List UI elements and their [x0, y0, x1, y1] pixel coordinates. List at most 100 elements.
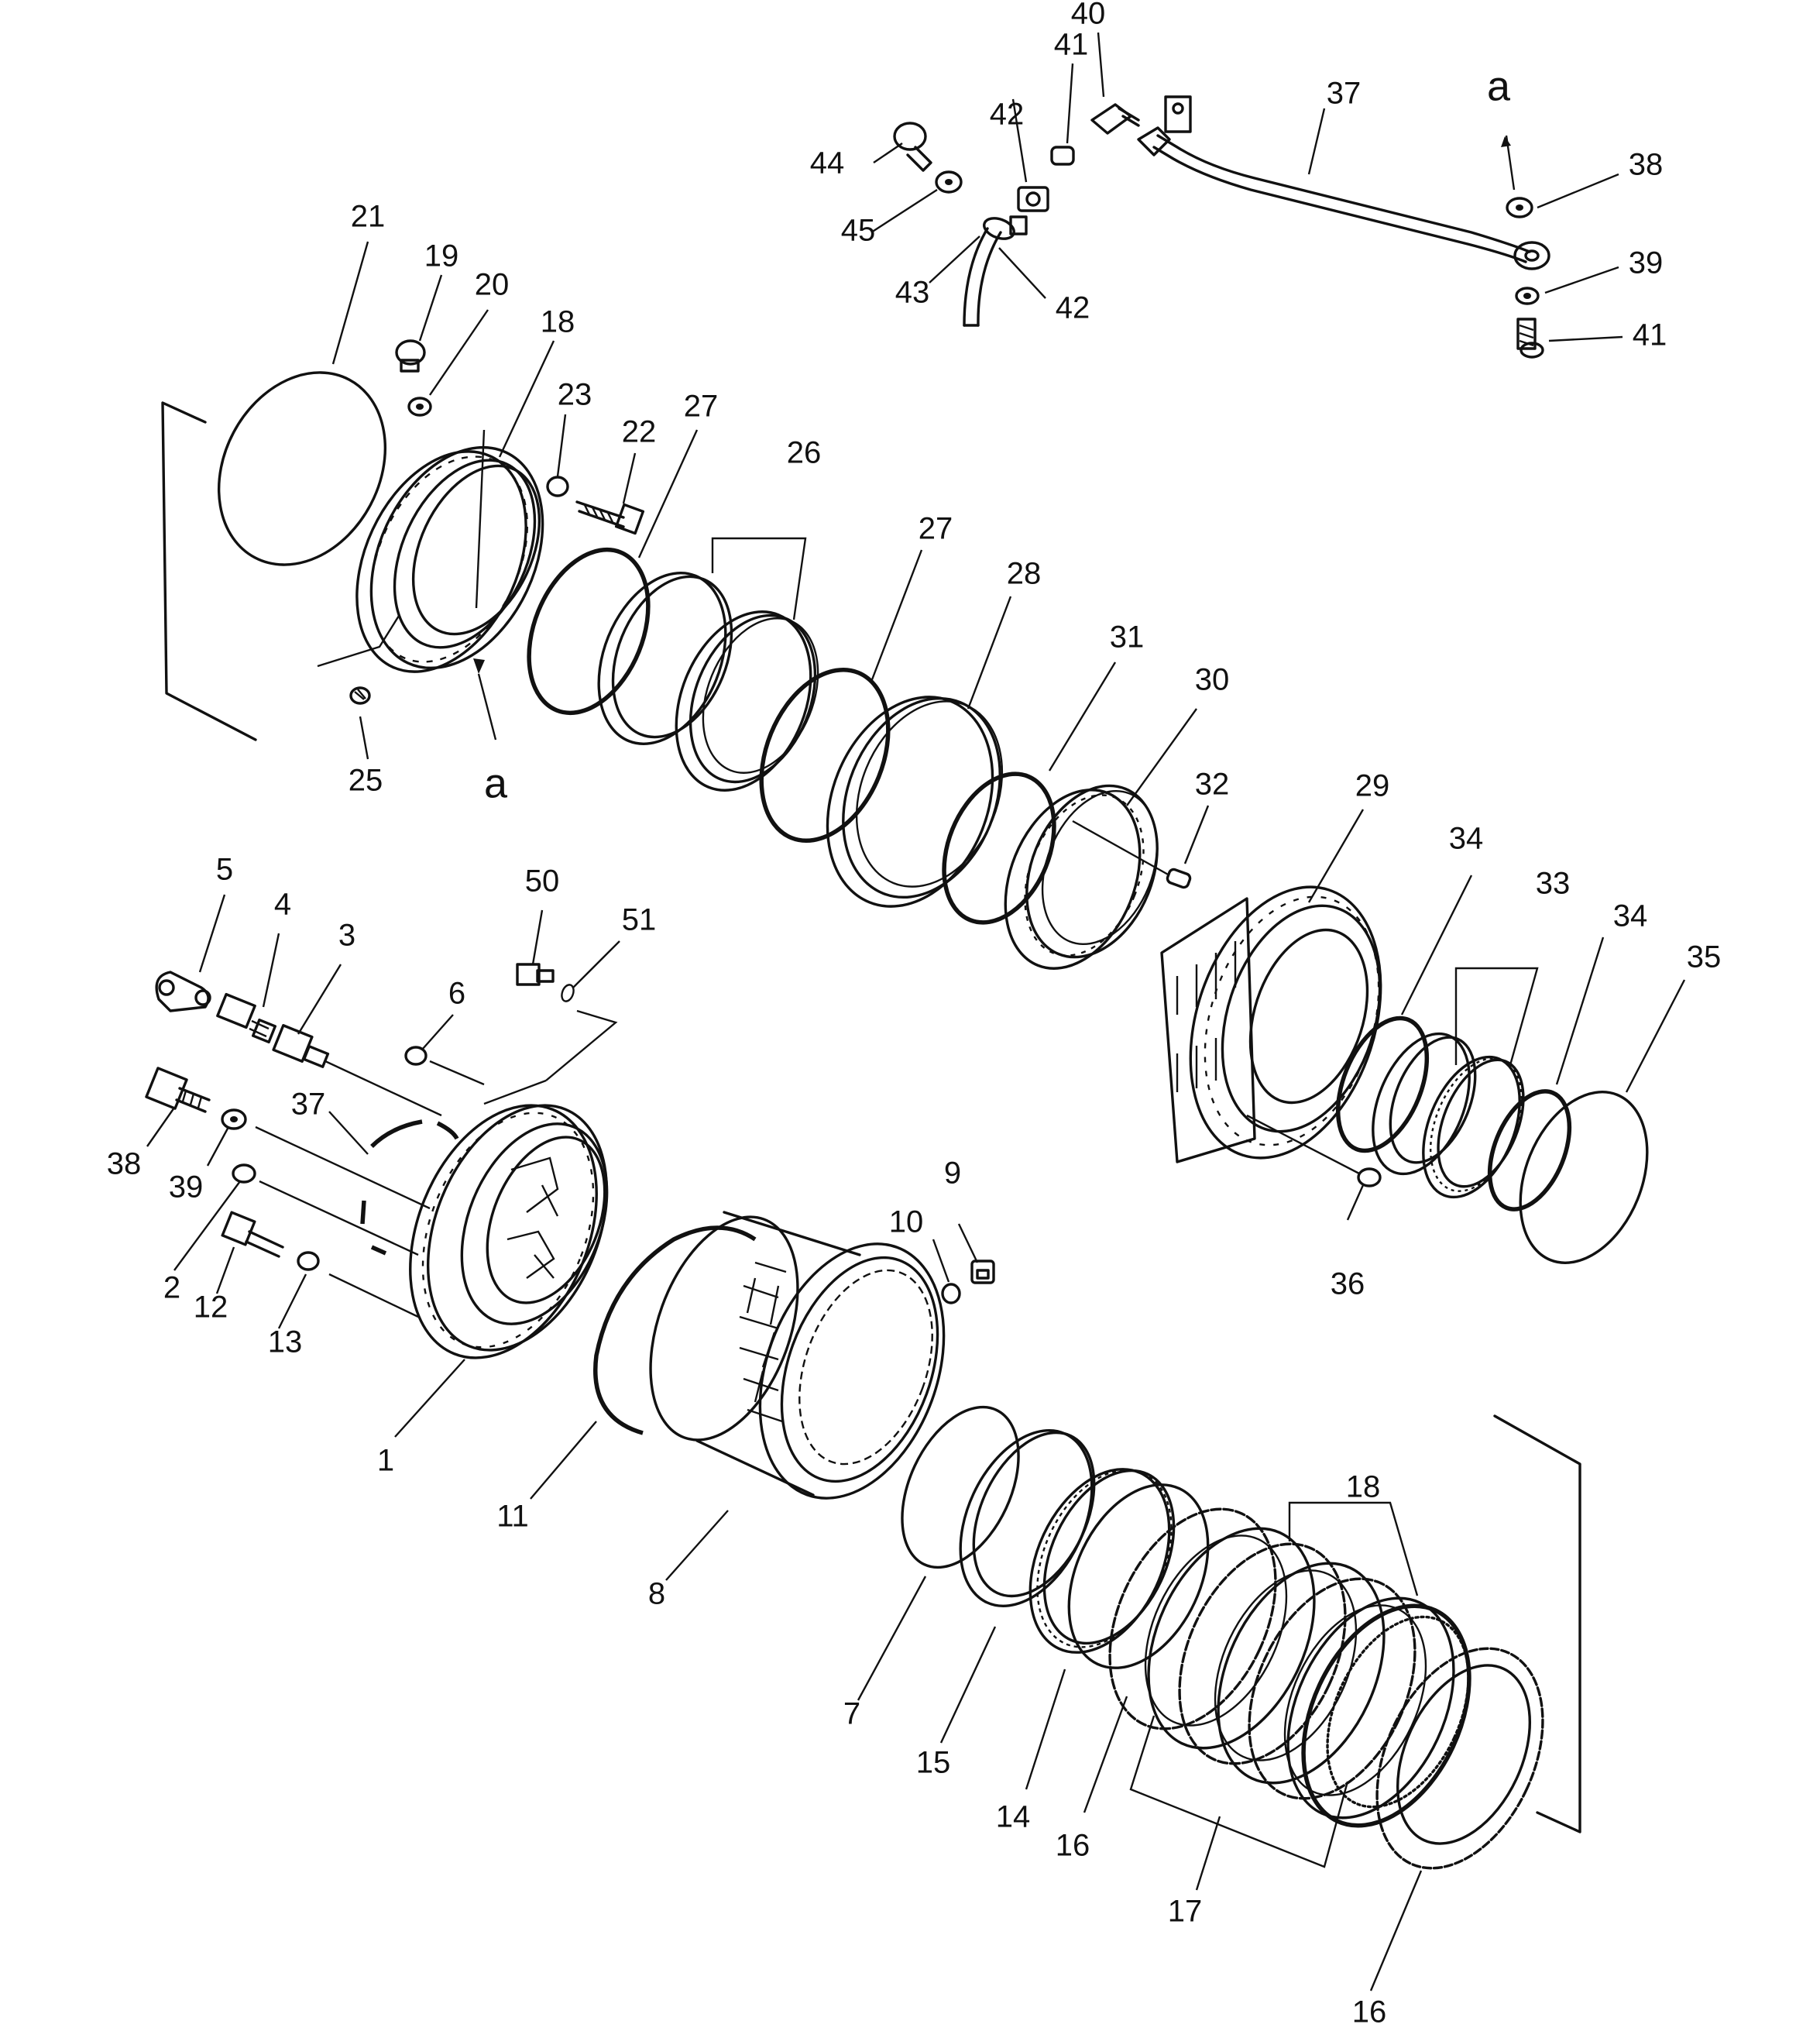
part-51-o-ring: [561, 984, 575, 1002]
part-8-drum: [649, 1211, 946, 1500]
callout-27b: 27: [919, 512, 953, 546]
callout-41-text: 41: [1633, 318, 1667, 352]
callout-26: 26: [787, 436, 822, 470]
callout-27a: 27: [684, 390, 719, 424]
callout-10: 10: [889, 1205, 924, 1239]
part-33-bearing-a: [1372, 1032, 1477, 1176]
callout-29: 29: [1355, 769, 1390, 803]
part-15-ring: [959, 1429, 1096, 1607]
part-9-plug: [970, 1259, 995, 1284]
callout-12: 12: [194, 1290, 228, 1325]
callout-35: 35: [1687, 940, 1722, 974]
part-49-washer: [935, 170, 963, 194]
part-42-washer-b: [1515, 287, 1540, 305]
part-3-adapter: [272, 1024, 330, 1068]
part-28-ring: [826, 696, 1004, 908]
part-29-housing: [1160, 885, 1382, 1175]
callout-16b: 16: [1352, 1995, 1387, 2029]
part-5-clip: [155, 971, 211, 1012]
callout-32: 32: [1195, 768, 1230, 802]
part-30-piston: [1004, 784, 1159, 970]
part-26-seal-ring-a: [597, 572, 733, 745]
part-47-joint: [983, 215, 1028, 240]
part-45-nut: [1017, 186, 1049, 212]
callout-11: 11: [496, 1500, 529, 1534]
part-41-bolt: [1516, 318, 1544, 359]
part-7-snap-ring: [901, 1405, 1020, 1569]
part-10-o-ring: [941, 1283, 961, 1304]
part-38-bolt: [145, 1067, 211, 1113]
part-26-seal-ring-b: [675, 610, 819, 792]
callout-24: 23: [558, 378, 592, 412]
callout-9: 9: [944, 1156, 961, 1191]
callout-34b: 34: [1613, 899, 1648, 933]
callout-39: 39: [169, 1170, 204, 1205]
callout-46: 42: [1056, 291, 1090, 325]
part-34-snap-ring-b: [1487, 1089, 1572, 1211]
part-21-washer: [407, 397, 432, 417]
part-4-fitting: [216, 992, 277, 1044]
callout-33: 33: [1536, 867, 1571, 901]
callout-34a: 34: [1449, 822, 1484, 856]
part-43-elbow: [1090, 103, 1140, 135]
callout-6: 6: [448, 977, 465, 1011]
upper-assembly: [161, 339, 1649, 1264]
part-16-plate-a: [1067, 1483, 1210, 1669]
part-32-pin: [1072, 820, 1192, 889]
callout-31: 31: [1110, 620, 1145, 655]
callout-47: 43: [895, 276, 930, 310]
callout-16a: 16: [1056, 1829, 1090, 1863]
callout-5: 5: [216, 853, 233, 887]
part-19-cover: [355, 445, 544, 673]
bracket-upper-left: [161, 401, 257, 741]
callout-22: 21: [351, 200, 386, 234]
part-1-housing: [409, 1104, 609, 1359]
callout-42a: 38: [1629, 148, 1664, 182]
part-35-o-ring: [1519, 1091, 1649, 1264]
part-39-washer: [221, 1108, 247, 1130]
callout-2: 2: [163, 1271, 180, 1305]
callout-17: 17: [1168, 1895, 1203, 1929]
callout-8: 8: [648, 1577, 665, 1611]
part-23-bolt: [575, 500, 645, 535]
part-48-bolt: [893, 122, 932, 172]
pipe-eye: [1513, 241, 1550, 270]
callout-37: 37: [291, 1088, 326, 1122]
callout-40: 37: [1327, 77, 1362, 111]
callout-30: 30: [1195, 663, 1230, 697]
lower-assembly: [145, 963, 1581, 1870]
part-27-snap-ring-b: [759, 667, 891, 844]
callout-7: 7: [843, 1697, 860, 1731]
callout-18: 18: [1346, 1470, 1381, 1504]
part-22-o-ring: [217, 371, 387, 566]
callout-25: 25: [349, 764, 383, 798]
part-33-bearing-b: [1422, 1055, 1525, 1199]
reference-mark-a-top: a: [1487, 63, 1511, 109]
callout-15: 15: [916, 1746, 951, 1780]
part-13-washer: [297, 1251, 320, 1271]
callout-23: 22: [622, 415, 657, 449]
part-25-plug: [349, 686, 371, 705]
part-6-plug: [404, 1046, 428, 1066]
part-16-plate-b: [1375, 1647, 1544, 1870]
callout-49: 45: [841, 214, 876, 248]
piping-assembly: [893, 95, 1550, 359]
callout-4: 4: [274, 888, 291, 922]
callout-48: 44: [810, 146, 845, 180]
reference-mark-a-mid: a: [484, 760, 508, 806]
part-44-nut: [1050, 146, 1075, 166]
callout-20: 19: [424, 239, 459, 273]
clutch-plate-stack: [1108, 1507, 1471, 1828]
callout-1: 1: [377, 1444, 394, 1478]
part-36-plug: [1357, 1167, 1382, 1187]
part-50-bolt: [516, 963, 555, 986]
callout-14: 14: [996, 1800, 1031, 1834]
callout-42b: 39: [1629, 246, 1664, 280]
callout-19: 18: [541, 305, 575, 339]
callout-labels: 40 41 42 44 45 43 42 37 38 39 37 38 21 1…: [107, 0, 1722, 2029]
callout-21: 20: [475, 268, 510, 302]
leader-lines: [146, 32, 1686, 1991]
callout-3: 3: [338, 919, 355, 953]
part-27-snap-ring-a: [527, 547, 651, 716]
